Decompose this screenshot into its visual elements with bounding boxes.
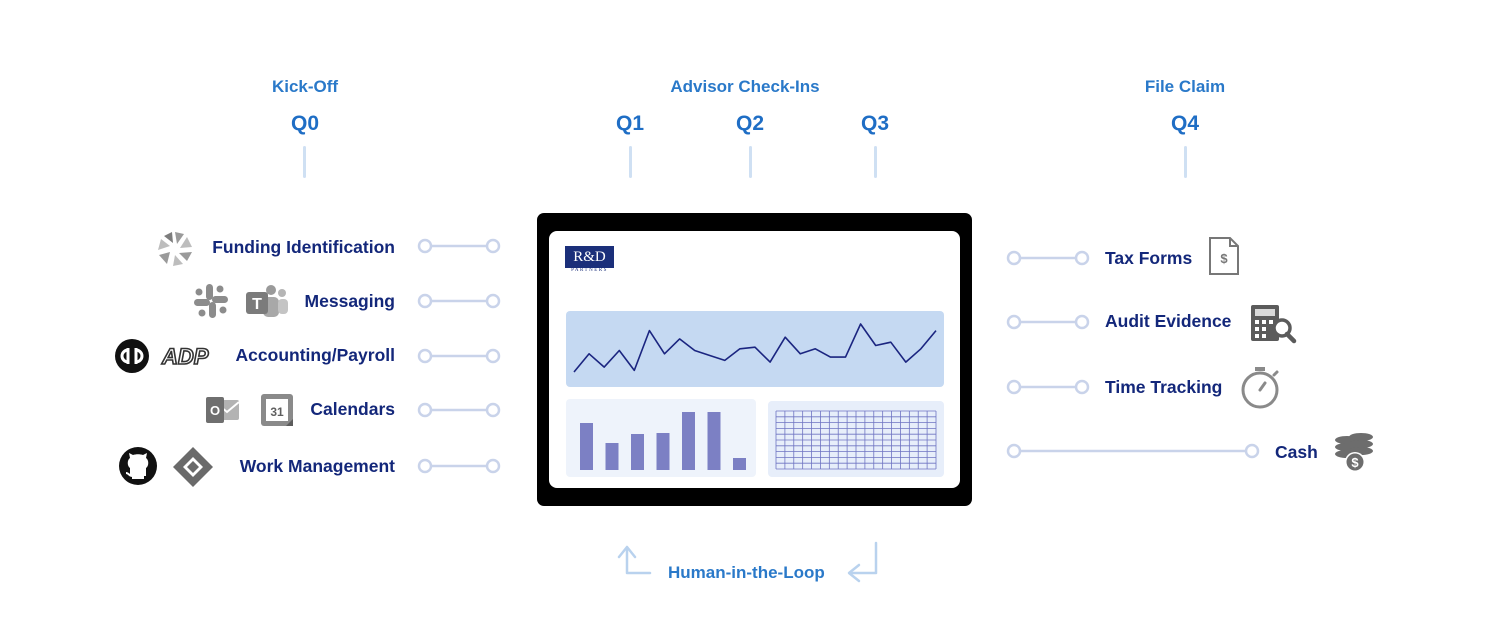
loop-arrow-left xyxy=(848,541,878,575)
bar-6 xyxy=(707,412,721,470)
shutter-icon xyxy=(158,232,192,266)
bar-1 xyxy=(580,423,593,470)
quarter-tick-q3 xyxy=(874,146,877,178)
outlook-icon: O xyxy=(206,397,240,423)
logo-subtext: PARTNERS xyxy=(571,268,608,273)
calculator-search-icon xyxy=(1251,305,1297,344)
bar-7 xyxy=(733,458,746,470)
output-label-cash: Cash xyxy=(1275,442,1318,462)
input-label-work-management: Work Management xyxy=(239,456,395,476)
svg-text:$: $ xyxy=(1351,455,1359,470)
logo-mark: R&D xyxy=(565,246,614,268)
quarter-label-q0: Q0 xyxy=(290,112,319,135)
adp-icon: ADP xyxy=(160,343,209,370)
line-chart-panel xyxy=(566,311,944,387)
quickbooks-icon xyxy=(115,339,149,373)
quarter-tick-q1 xyxy=(629,146,632,178)
calendar-day: 31 xyxy=(270,405,284,419)
quarter-label-q2: Q2 xyxy=(735,112,764,135)
phase-title-file-claim: File Claim xyxy=(1144,77,1226,96)
jira-icon xyxy=(173,447,213,487)
quarter-label-q1: Q1 xyxy=(615,112,644,135)
input-label-funding-identification: Funding Identification xyxy=(212,237,395,257)
google-calendar-icon: 31 xyxy=(261,394,293,426)
teams-icon: T xyxy=(246,285,288,317)
bar-3 xyxy=(631,434,644,470)
input-label-accounting-payroll: Accounting/Payroll xyxy=(235,345,395,365)
coins-icon: $ xyxy=(1335,433,1373,472)
input-label-calendars: Calendars xyxy=(310,399,395,419)
phase-title-advisor-check-ins: Advisor Check-Ins xyxy=(670,77,820,96)
rd-partners-logo: R&D PARTNERS xyxy=(565,246,614,276)
tax-form-symbol: $ xyxy=(1220,251,1228,266)
phase-title-kickoff: Kick-Off xyxy=(271,77,339,96)
grid-table-panel xyxy=(768,401,944,477)
input-label-messaging: Messaging xyxy=(304,291,395,311)
bar-2 xyxy=(605,443,619,470)
quarter-tick-q0 xyxy=(303,146,306,178)
output-label-time-tracking: Time Tracking xyxy=(1105,377,1223,397)
human-in-the-loop-label: Human-in-the-Loop xyxy=(668,563,825,582)
outlook-letter: O xyxy=(210,403,220,418)
quarter-tick-q2 xyxy=(749,146,752,178)
output-label-tax-forms: Tax Forms xyxy=(1105,248,1193,268)
output-label-audit-evidence: Audit Evidence xyxy=(1105,311,1232,331)
adp-logo-text: ADP xyxy=(161,344,209,369)
quarter-label-q3: Q3 xyxy=(860,112,889,135)
bar-4 xyxy=(656,433,670,470)
github-icon xyxy=(119,447,157,485)
tax-form-icon: $ xyxy=(1209,237,1239,275)
svg-text:T: T xyxy=(252,296,262,313)
bar-5 xyxy=(682,412,695,470)
stopwatch-icon xyxy=(1241,367,1279,409)
quarter-tick-q4 xyxy=(1184,146,1187,178)
slack-icon xyxy=(194,284,228,318)
loop-arrow-up xyxy=(625,546,652,575)
line-chart-series xyxy=(573,323,937,373)
bar-chart-panel xyxy=(566,399,756,477)
quarter-label-q4: Q4 xyxy=(1170,112,1199,135)
